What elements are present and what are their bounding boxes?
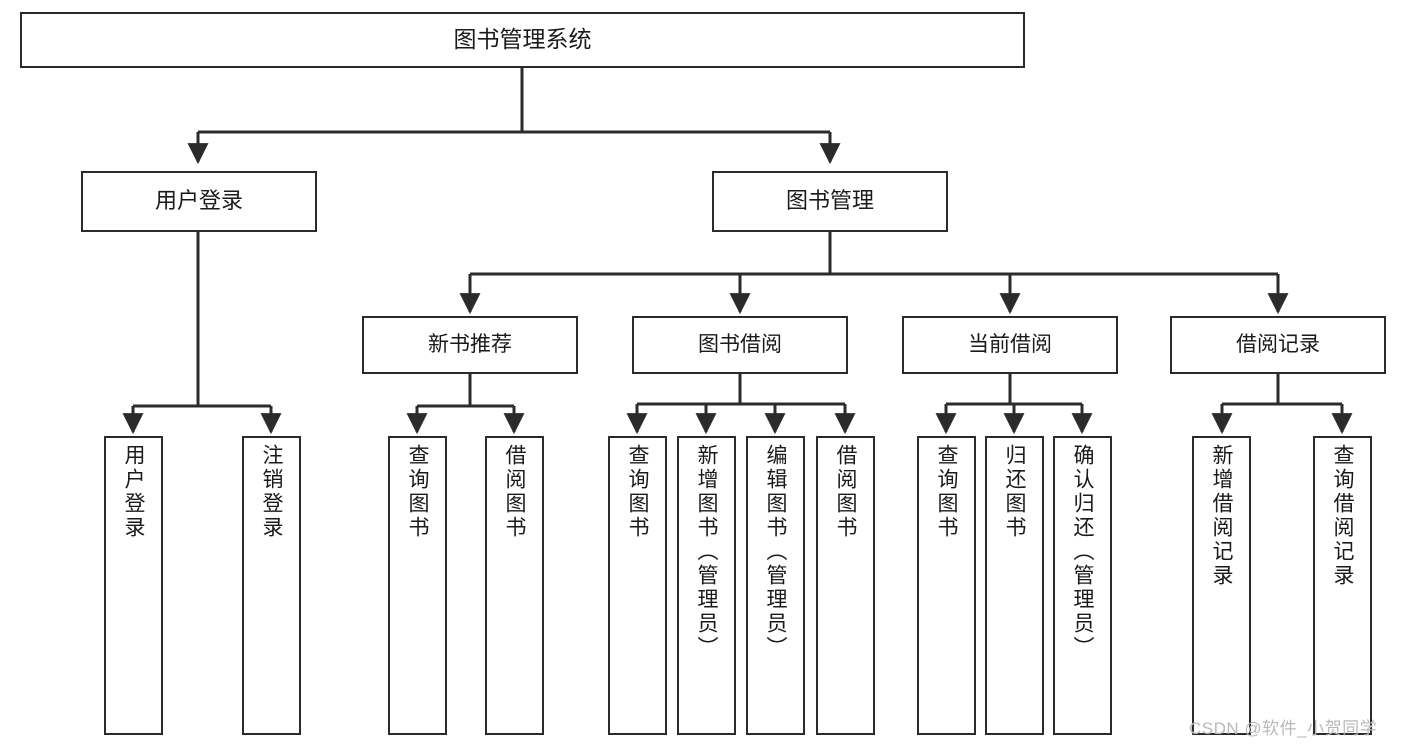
node-label: 归还图书 bbox=[1003, 444, 1026, 540]
node-current-borrow[interactable]: 当前借阅 bbox=[902, 316, 1118, 374]
node-book-management[interactable]: 图书管理 bbox=[712, 171, 948, 232]
leaf-current-query-book[interactable]: 查询图书 bbox=[917, 436, 976, 735]
node-label: 图书管理系统 bbox=[453, 26, 592, 53]
node-label: 新增借阅记录 bbox=[1210, 444, 1233, 588]
node-root-system[interactable]: 图书管理系统 bbox=[20, 12, 1025, 68]
leaf-borrow-add-book-admin[interactable]: 新增图书（管理员） bbox=[677, 436, 736, 735]
node-label: 编辑图书（管理员） bbox=[764, 444, 787, 660]
node-label: 确认归还（管理员） bbox=[1071, 444, 1094, 660]
node-label: 查询图书 bbox=[626, 444, 649, 540]
leaf-recommend-query-book[interactable]: 查询图书 bbox=[388, 436, 447, 735]
leaf-borrow-query-book[interactable]: 查询图书 bbox=[608, 436, 667, 735]
leaf-borrow-edit-book-admin[interactable]: 编辑图书（管理员） bbox=[746, 436, 805, 735]
node-label: 注销登录 bbox=[260, 444, 283, 540]
leaf-record-add-borrow-record[interactable]: 新增借阅记录 bbox=[1192, 436, 1251, 735]
node-label: 新增图书（管理员） bbox=[695, 444, 718, 660]
node-new-book-recommend[interactable]: 新书推荐 bbox=[362, 316, 578, 374]
node-label: 图书借阅 bbox=[698, 333, 782, 357]
node-user-login[interactable]: 用户登录 bbox=[81, 171, 317, 232]
leaf-record-query-borrow-record[interactable]: 查询借阅记录 bbox=[1313, 436, 1372, 735]
node-label: 借阅图书 bbox=[834, 444, 857, 540]
node-label: 当前借阅 bbox=[968, 333, 1052, 357]
leaf-recommend-borrow-book[interactable]: 借阅图书 bbox=[485, 436, 544, 735]
node-label: 用户登录 bbox=[122, 444, 145, 540]
node-label: 查询借阅记录 bbox=[1331, 444, 1354, 588]
node-label: 查询图书 bbox=[935, 444, 958, 540]
node-borrow-record[interactable]: 借阅记录 bbox=[1170, 316, 1386, 374]
leaf-current-confirm-return-admin[interactable]: 确认归还（管理员） bbox=[1053, 436, 1112, 735]
node-book-borrow[interactable]: 图书借阅 bbox=[632, 316, 848, 374]
node-label: 新书推荐 bbox=[428, 333, 512, 357]
node-label: 图书管理 bbox=[785, 188, 874, 214]
node-label: 借阅图书 bbox=[503, 444, 526, 540]
leaf-current-return-book[interactable]: 归还图书 bbox=[985, 436, 1044, 735]
leaf-user-login[interactable]: 用户登录 bbox=[104, 436, 163, 735]
leaf-user-logout[interactable]: 注销登录 bbox=[242, 436, 301, 735]
node-label: 用户登录 bbox=[154, 188, 243, 214]
leaf-borrow-borrow-book[interactable]: 借阅图书 bbox=[816, 436, 875, 735]
node-label: 查询图书 bbox=[406, 444, 429, 540]
node-label: 借阅记录 bbox=[1236, 333, 1320, 357]
